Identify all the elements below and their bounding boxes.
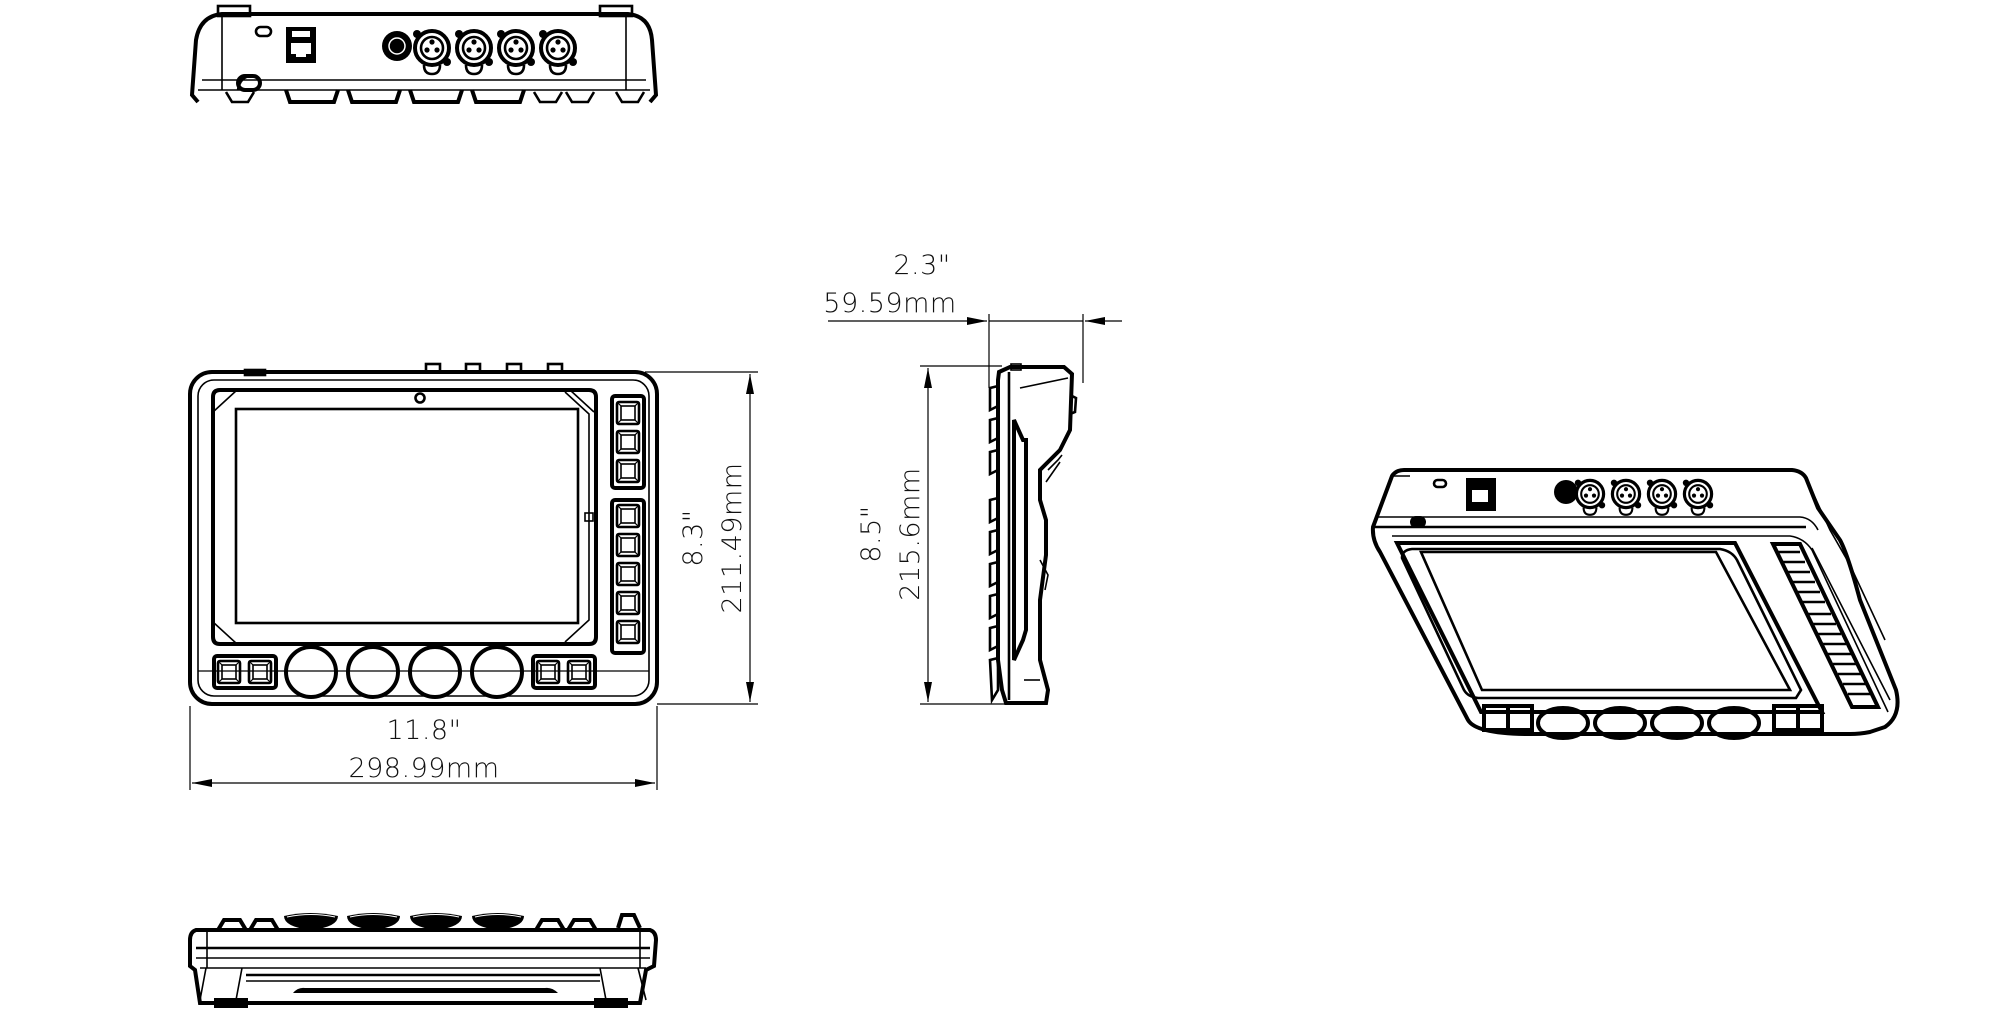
xlr-connector-icon [1681, 478, 1715, 517]
iso-knob [1593, 706, 1647, 740]
vent-grille [293, 987, 558, 993]
front-height-dimension: 8.3" 211.49mm [645, 371, 758, 705]
side-button[interactable] [615, 532, 641, 558]
right-button-column-upper [610, 394, 646, 490]
iso-right-buttons [1769, 542, 1882, 709]
side-button[interactable] [615, 429, 641, 455]
lock-slot-icon [254, 25, 273, 38]
width-mm-label: 298.99mm [348, 753, 499, 784]
xlr-connector-icon [453, 28, 495, 76]
bottom-right-buttons [531, 654, 597, 690]
width-dimension: 11.8" 298.99mm [189, 706, 658, 790]
top-view [189, 4, 659, 104]
round-connector-icon [382, 31, 412, 61]
isometric-view [1370, 468, 1900, 740]
iso-knob [1536, 706, 1590, 740]
knob-3[interactable] [408, 645, 462, 699]
xlr-connector-icon [1645, 478, 1679, 517]
knob-4[interactable] [470, 645, 524, 699]
knob-2[interactable] [346, 645, 400, 699]
side-button[interactable] [615, 458, 641, 484]
iso-knob [1650, 706, 1704, 740]
side-button[interactable] [615, 590, 641, 616]
bottom-button[interactable] [216, 659, 242, 685]
side-button[interactable] [615, 561, 641, 587]
depth-dimension: 2.3" 59.59mm [823, 250, 1122, 388]
front-height-mm-label: 211.49mm [717, 462, 748, 613]
front-view [188, 362, 659, 706]
iso-knob [1707, 706, 1761, 740]
right-button-column-lower [610, 498, 646, 655]
side-view [988, 363, 1078, 705]
bottom-button[interactable] [247, 659, 273, 685]
side-button[interactable] [615, 619, 641, 645]
depth-inches-label: 2.3" [893, 250, 950, 281]
side-height-inches-label: 8.5" [856, 505, 887, 562]
side-button[interactable] [615, 503, 641, 529]
depth-mm-label: 59.59mm [823, 288, 956, 319]
screen [234, 407, 580, 625]
xlr-connector-icon [1573, 478, 1607, 517]
xlr-connector-icon [411, 28, 453, 76]
width-inches-label: 11.8" [386, 715, 461, 746]
xlr-connector-icon [537, 28, 579, 76]
bottom-button[interactable] [566, 659, 592, 685]
side-button[interactable] [615, 400, 641, 426]
bottom-left-buttons [212, 654, 278, 690]
front-height-inches-label: 8.3" [678, 509, 709, 566]
side-height-mm-label: 215.6mm [895, 467, 926, 600]
side-height-dimension: 8.5" 215.6mm [856, 365, 1006, 705]
ethernet-usb-port-icon [286, 27, 316, 63]
camera-icon [414, 392, 426, 404]
bottom-button[interactable] [535, 659, 561, 685]
xlr-connector-icon [495, 28, 537, 76]
xlr-connector-icon [1609, 478, 1643, 517]
knob-1[interactable] [284, 645, 338, 699]
iso-bottom-buttons [1482, 704, 1824, 740]
bottom-view [188, 913, 659, 1008]
screen-bezel [211, 388, 598, 646]
